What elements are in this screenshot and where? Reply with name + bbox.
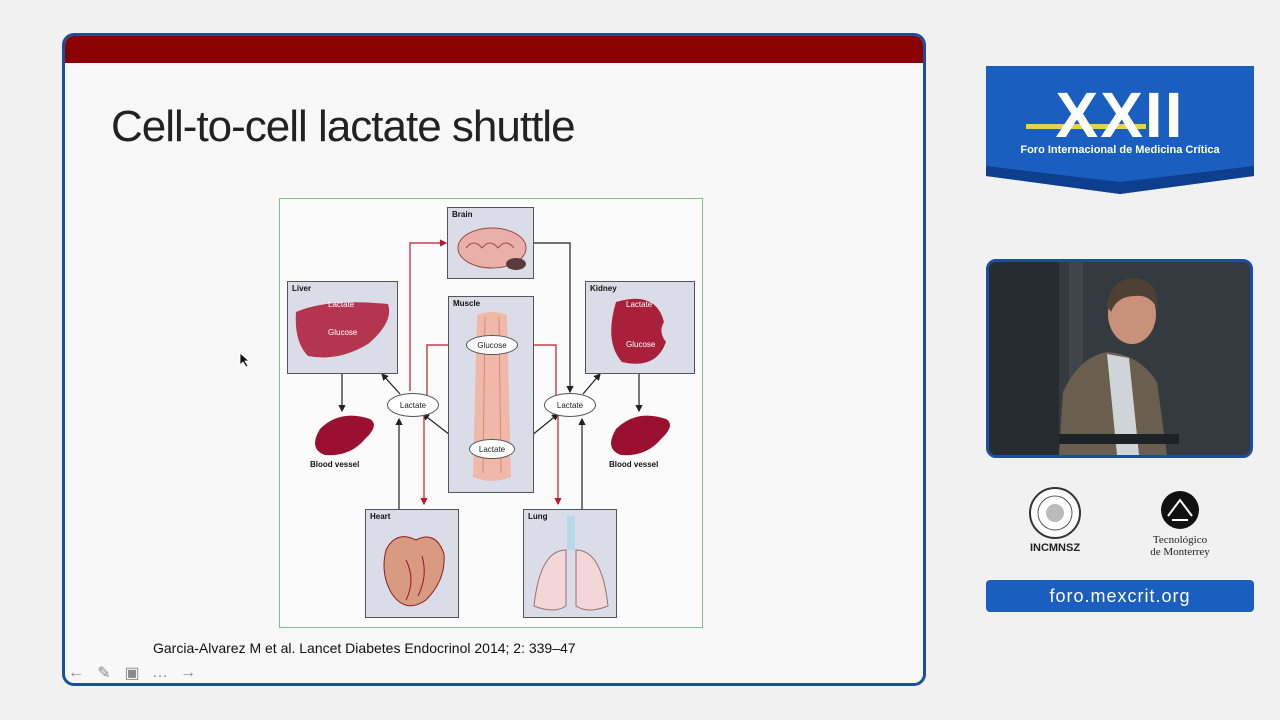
- liver-lactate-text: Lactate: [328, 300, 354, 309]
- kidney-panel: Kidney Lactate Glucose: [585, 281, 695, 374]
- tec-monterrey-logo: Tecnológico de Monterrey: [1140, 490, 1220, 558]
- presentation-toolbar: ← ✎ ▣ … →: [65, 662, 199, 684]
- mouse-pointer-icon: [239, 352, 251, 368]
- liver-glucose-text: Glucose: [328, 328, 357, 337]
- brain-icon: [448, 208, 535, 280]
- more-icon[interactable]: …: [149, 662, 171, 684]
- glucose-node-muscle: Glucose: [466, 335, 518, 355]
- tec-label-line1: Tecnológico: [1140, 534, 1220, 546]
- lung-icon: [524, 510, 618, 619]
- speaker-video: [986, 259, 1253, 458]
- kidney-lactate-text: Lactate: [626, 300, 652, 309]
- heart-icon: [366, 510, 460, 619]
- website-link[interactable]: foro.mexcrit.org: [986, 580, 1254, 612]
- back-icon[interactable]: ←: [65, 662, 87, 684]
- speaker-scene: [989, 262, 1250, 455]
- kidney-icon: [586, 282, 696, 375]
- slide-citation: Garcia-Alvarez M et al. Lancet Diabetes …: [153, 640, 576, 656]
- tec-monterrey-emblem-icon: [1160, 490, 1200, 530]
- blood-vessel-label-right: Blood vessel: [609, 460, 658, 469]
- kidney-glucose-text: Glucose: [626, 340, 655, 349]
- lactate-node-muscle: Lactate: [469, 439, 515, 459]
- muscle-icon: [449, 297, 535, 494]
- incmnsz-seal-icon: [1028, 486, 1082, 540]
- event-banner: XXII Foro Internacional de Medicina Crít…: [986, 66, 1254, 194]
- liver-panel: Liver Lactate Glucose: [287, 281, 398, 374]
- pen-icon[interactable]: ✎: [93, 662, 115, 684]
- heart-panel: Heart: [365, 509, 459, 618]
- muscle-panel: Muscle: [448, 296, 534, 493]
- incmnsz-logo: INCMNSZ: [1016, 486, 1094, 554]
- lactate-shuttle-figure: Brain Liver Lactate Glucose Muscle: [279, 198, 703, 628]
- lung-panel: Lung: [523, 509, 617, 618]
- event-numeral: XXII: [986, 78, 1254, 152]
- lactate-node-right: Lactate: [544, 393, 596, 417]
- slide-title: Cell-to-cell lactate shuttle: [111, 102, 575, 152]
- presentation-slide: Cell-to-cell lactate shuttle: [62, 33, 926, 686]
- screen-icon[interactable]: ▣: [121, 662, 143, 684]
- forward-icon[interactable]: →: [177, 662, 199, 684]
- event-name: Foro Internacional de Medicina Crítica: [986, 144, 1254, 156]
- tec-label-line2: de Monterrey: [1140, 546, 1220, 558]
- slide-header-bar: [65, 36, 923, 63]
- blood-vessel-label-left: Blood vessel: [310, 460, 359, 469]
- incmnsz-label: INCMNSZ: [1016, 542, 1094, 554]
- brain-panel: Brain: [447, 207, 534, 279]
- lactate-node-left: Lactate: [387, 393, 439, 417]
